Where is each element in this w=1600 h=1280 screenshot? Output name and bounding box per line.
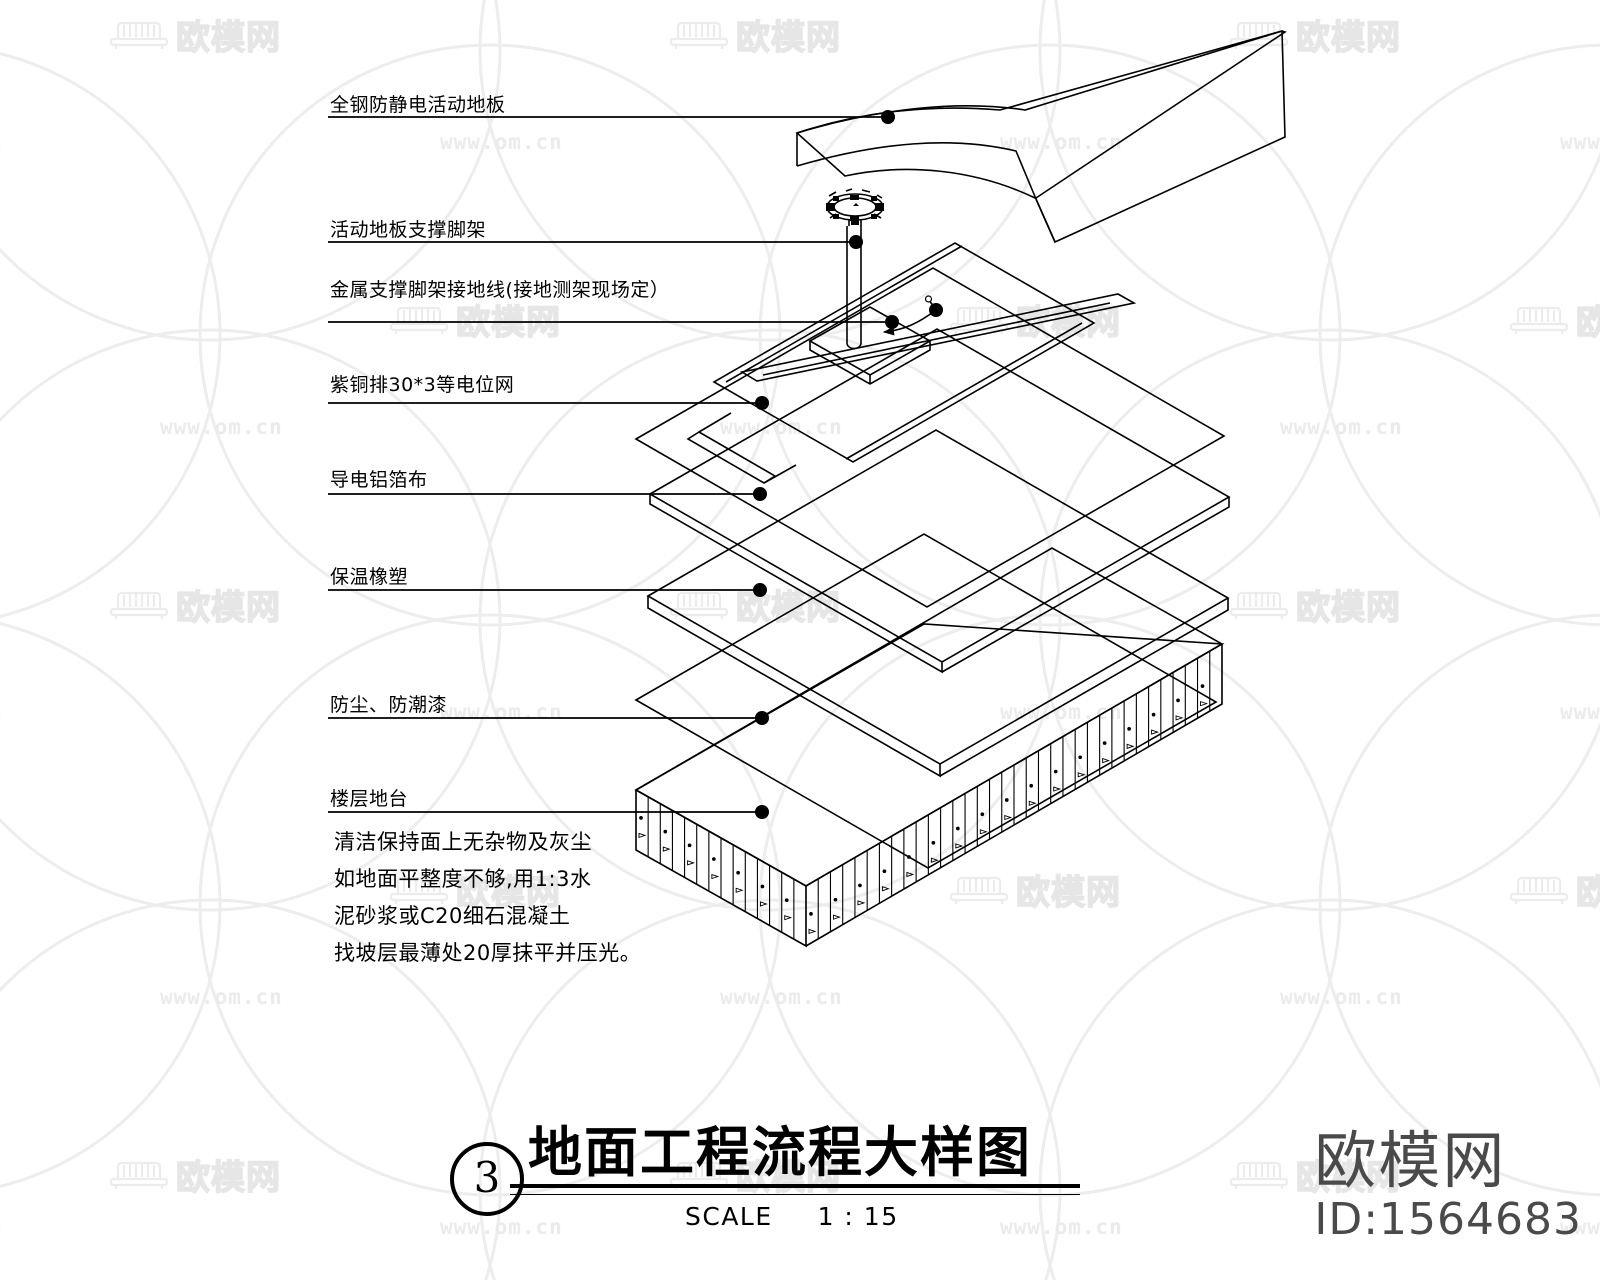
layer-raised-floor-panel xyxy=(795,30,1287,244)
label-thermal-rubber-plastic: 保温橡塑 xyxy=(330,566,409,588)
site-logo-id: ID:1564683 xyxy=(1314,1193,1582,1245)
leader-dot-raised-floor-panel xyxy=(881,110,895,124)
leader-dot-pedestal-support xyxy=(849,235,863,249)
label-floor-slab: 楼层地台 xyxy=(330,788,409,810)
note-note-2: 如地面平整度不够,用1:3水 xyxy=(334,867,592,891)
leader-dot-dustproof-moistureproof-paint xyxy=(755,711,769,725)
leader-dot-thermal-rubber-plastic xyxy=(753,583,767,597)
leader-dot-floor-slab xyxy=(755,805,769,819)
title-rule-thick xyxy=(510,1184,1080,1188)
layer-dustproof-paint xyxy=(634,533,1218,869)
label-copper-busbar-grid: 紫铜排30*3等电位网 xyxy=(330,374,515,396)
layer-thermal-rubber xyxy=(646,429,1230,778)
label-pedestal-support: 活动地板支撑脚架 xyxy=(330,219,487,241)
drawing-title: 地面工程流程大样图 xyxy=(528,1121,1032,1184)
label-conductive-foil: 导电铝箔布 xyxy=(330,469,428,491)
leader-dot-copper-busbar-grid xyxy=(755,396,769,410)
scale-text: SCALE 1 : 15 xyxy=(685,1202,899,1231)
title-rule-thin xyxy=(510,1194,1080,1195)
layer-floor-slab xyxy=(634,547,1225,948)
label-pedestal-ground-wire: 金属支撑脚架接地线(接地测架现场定） xyxy=(330,279,670,301)
concrete-hatch xyxy=(636,790,806,946)
scale-value: 1 : 15 xyxy=(817,1202,899,1231)
label-raised-floor-panel: 全钢防静电活动地板 xyxy=(330,94,506,116)
detail-number-bubble: 3 xyxy=(450,1142,524,1216)
title-block: 3 地面工程流程大样图 SCALE 1 : 15 xyxy=(440,1090,1080,1231)
leader-dot-pedestal-ground-wire xyxy=(885,315,899,329)
concrete-hatch-right xyxy=(806,644,1222,946)
note-note-1: 清洁保持面上无杂物及灰尘 xyxy=(334,830,592,854)
leader-dot-conductive-foil xyxy=(753,487,767,501)
detail-number: 3 xyxy=(473,1153,501,1202)
site-logo: 欧模网 ID:1564683 xyxy=(1314,1123,1582,1245)
label-dustproof-moistureproof-paint: 防尘、防潮漆 xyxy=(330,694,448,716)
site-logo-brand: 欧模网 xyxy=(1314,1123,1507,1197)
scale-label: SCALE xyxy=(685,1202,773,1231)
note-note-3: 泥砂浆或C20细石混凝土 xyxy=(334,904,571,928)
note-note-4: 找坡层最薄处20厚抹平并压光。 xyxy=(334,941,642,965)
